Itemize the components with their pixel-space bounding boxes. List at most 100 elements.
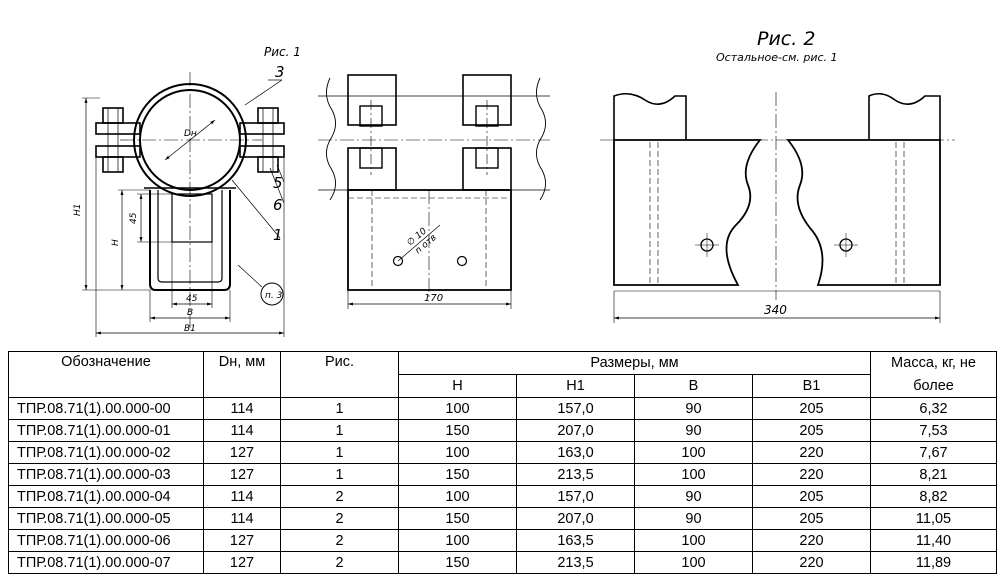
cell-b1: 220: [751, 551, 872, 574]
cell-b: 90: [634, 507, 753, 530]
cell-figure: 1: [280, 463, 399, 486]
table-row: ТПР.08.71(1).00.000-02 127 1 100 163,0 1…: [8, 441, 998, 464]
header-row-2: H H1 B B1 более: [9, 374, 998, 398]
cell-h1: 213,5: [516, 551, 635, 574]
figure-1-title: Рис. 1: [264, 45, 301, 59]
cell-dn: 127: [203, 441, 281, 464]
cell-h: 150: [398, 551, 517, 574]
cell-figure: 1: [280, 419, 399, 442]
cell-mass: 8,21: [870, 463, 998, 486]
header-row-1: Обозначение Dн, мм Рис. Размеры, мм Масс…: [8, 351, 998, 398]
cell-b: 100: [634, 529, 753, 552]
cell-dn: 114: [203, 507, 281, 530]
cell-b: 90: [634, 397, 753, 420]
cell-h: 100: [398, 485, 517, 508]
header-mass-line1: Масса, кг, не: [870, 351, 998, 375]
dim-b1-label: B1: [184, 324, 196, 334]
cell-b1: 205: [751, 419, 872, 442]
cell-designation: ТПР.08.71(1).00.000-04: [8, 485, 204, 508]
cell-h1: 207,0: [516, 507, 635, 530]
cell-h1: 163,5: [516, 529, 635, 552]
dim-170-label: 170: [424, 293, 443, 304]
table-row: ТПР.08.71(1).00.000-06 127 2 100 163,5 1…: [8, 529, 998, 552]
cell-h1: 213,5: [516, 463, 635, 486]
figure-2-title: Рис. 2: [757, 28, 815, 50]
cell-dn: 114: [203, 485, 281, 508]
cell-dn: 127: [203, 463, 281, 486]
cell-h: 100: [398, 529, 517, 552]
header-mass-line2: более: [870, 374, 998, 398]
cell-designation: ТПР.08.71(1).00.000-03: [8, 463, 204, 486]
figure-1-front-view: [82, 72, 285, 337]
technical-drawings: Рис. 1 3 5 6 1 п. 3 Dн H1 H 45 45 B B1: [73, 28, 955, 337]
figure-2-subtitle: Остальное-см. рис. 1: [716, 51, 838, 64]
table-row: ТПР.08.71(1).00.000-03 127 1 150 213,5 1…: [8, 463, 998, 486]
cell-h1: 157,0: [516, 397, 635, 420]
cell-h: 100: [398, 397, 517, 420]
cell-h1: 163,0: [516, 441, 635, 464]
cell-figure: 1: [280, 397, 399, 420]
cell-mass: 7,53: [870, 419, 998, 442]
cell-b: 90: [634, 419, 753, 442]
dim-45-side-label: 45: [129, 212, 139, 224]
cell-mass: 11,05: [870, 507, 998, 530]
cell-b1: 220: [751, 529, 872, 552]
cell-mass: 6,32: [870, 397, 998, 420]
figure-2-view: [600, 92, 955, 323]
table-row: ТПР.08.71(1).00.000-07 127 2 150 213,5 1…: [8, 551, 998, 574]
cell-designation: ТПР.08.71(1).00.000-05: [8, 507, 204, 530]
table-row: ТПР.08.71(1).00.000-01 114 1 150 207,0 9…: [8, 419, 998, 442]
cell-mass: 8,82: [870, 485, 998, 508]
header-h: H: [398, 374, 517, 398]
table-row: ТПР.08.71(1).00.000-05 114 2 150 207,0 9…: [8, 507, 998, 530]
dim-h1-label: H1: [73, 204, 83, 217]
callout-5: 5: [273, 174, 283, 192]
cell-designation: ТПР.08.71(1).00.000-07: [8, 551, 204, 574]
cell-dn: 114: [203, 419, 281, 442]
cell-h: 150: [398, 419, 517, 442]
cell-figure: 2: [280, 485, 399, 508]
dim-h-label: H: [111, 239, 121, 246]
cell-designation: ТПР.08.71(1).00.000-06: [8, 529, 204, 552]
specification-table: Обозначение Dн, мм Рис. Размеры, мм Масс…: [8, 351, 998, 574]
header-designation: Обозначение: [8, 351, 204, 398]
callout-1: 1: [273, 226, 283, 244]
cell-b1: 205: [751, 397, 872, 420]
cell-b: 100: [634, 551, 753, 574]
cell-b: 100: [634, 441, 753, 464]
header-b: B: [634, 374, 753, 398]
header-sizes: Размеры, мм: [397, 351, 872, 375]
cell-dn: 127: [203, 551, 281, 574]
cell-figure: 2: [280, 507, 399, 530]
cell-mass: 11,40: [870, 529, 998, 552]
cell-figure: 1: [280, 441, 399, 464]
cell-b1: 205: [751, 507, 872, 530]
cell-h: 150: [398, 463, 517, 486]
table-row: ТПР.08.71(1).00.000-00 114 1 100 157,0 9…: [8, 397, 998, 420]
cell-h: 100: [398, 441, 517, 464]
header-figure: Рис.: [280, 351, 399, 398]
dim-45-bottom-label: 45: [186, 294, 198, 304]
cell-dn: 114: [203, 397, 281, 420]
cell-b1: 220: [751, 441, 872, 464]
cell-b: 90: [634, 485, 753, 508]
dim-dn-label: Dн: [184, 129, 197, 139]
cell-figure: 2: [280, 529, 399, 552]
cell-figure: 2: [280, 551, 399, 574]
cell-b1: 220: [751, 463, 872, 486]
cell-h1: 207,0: [516, 419, 635, 442]
cell-h: 150: [398, 507, 517, 530]
cell-b1: 205: [751, 485, 872, 508]
cell-mass: 11,89: [870, 551, 998, 574]
cell-b: 100: [634, 463, 753, 486]
header-h1: H1: [516, 374, 635, 398]
table-row: ТПР.08.71(1).00.000-04 114 2 100 157,0 9…: [8, 485, 998, 508]
callout-6: 6: [273, 196, 283, 214]
side-view: [318, 74, 550, 309]
dim-340-label: 340: [764, 303, 787, 317]
cell-designation: ТПР.08.71(1).00.000-01: [8, 419, 204, 442]
header-dn: Dн, мм: [203, 351, 281, 398]
cell-h1: 157,0: [516, 485, 635, 508]
detail-ref-label: п. 3: [265, 291, 283, 301]
cell-designation: ТПР.08.71(1).00.000-00: [8, 397, 204, 420]
